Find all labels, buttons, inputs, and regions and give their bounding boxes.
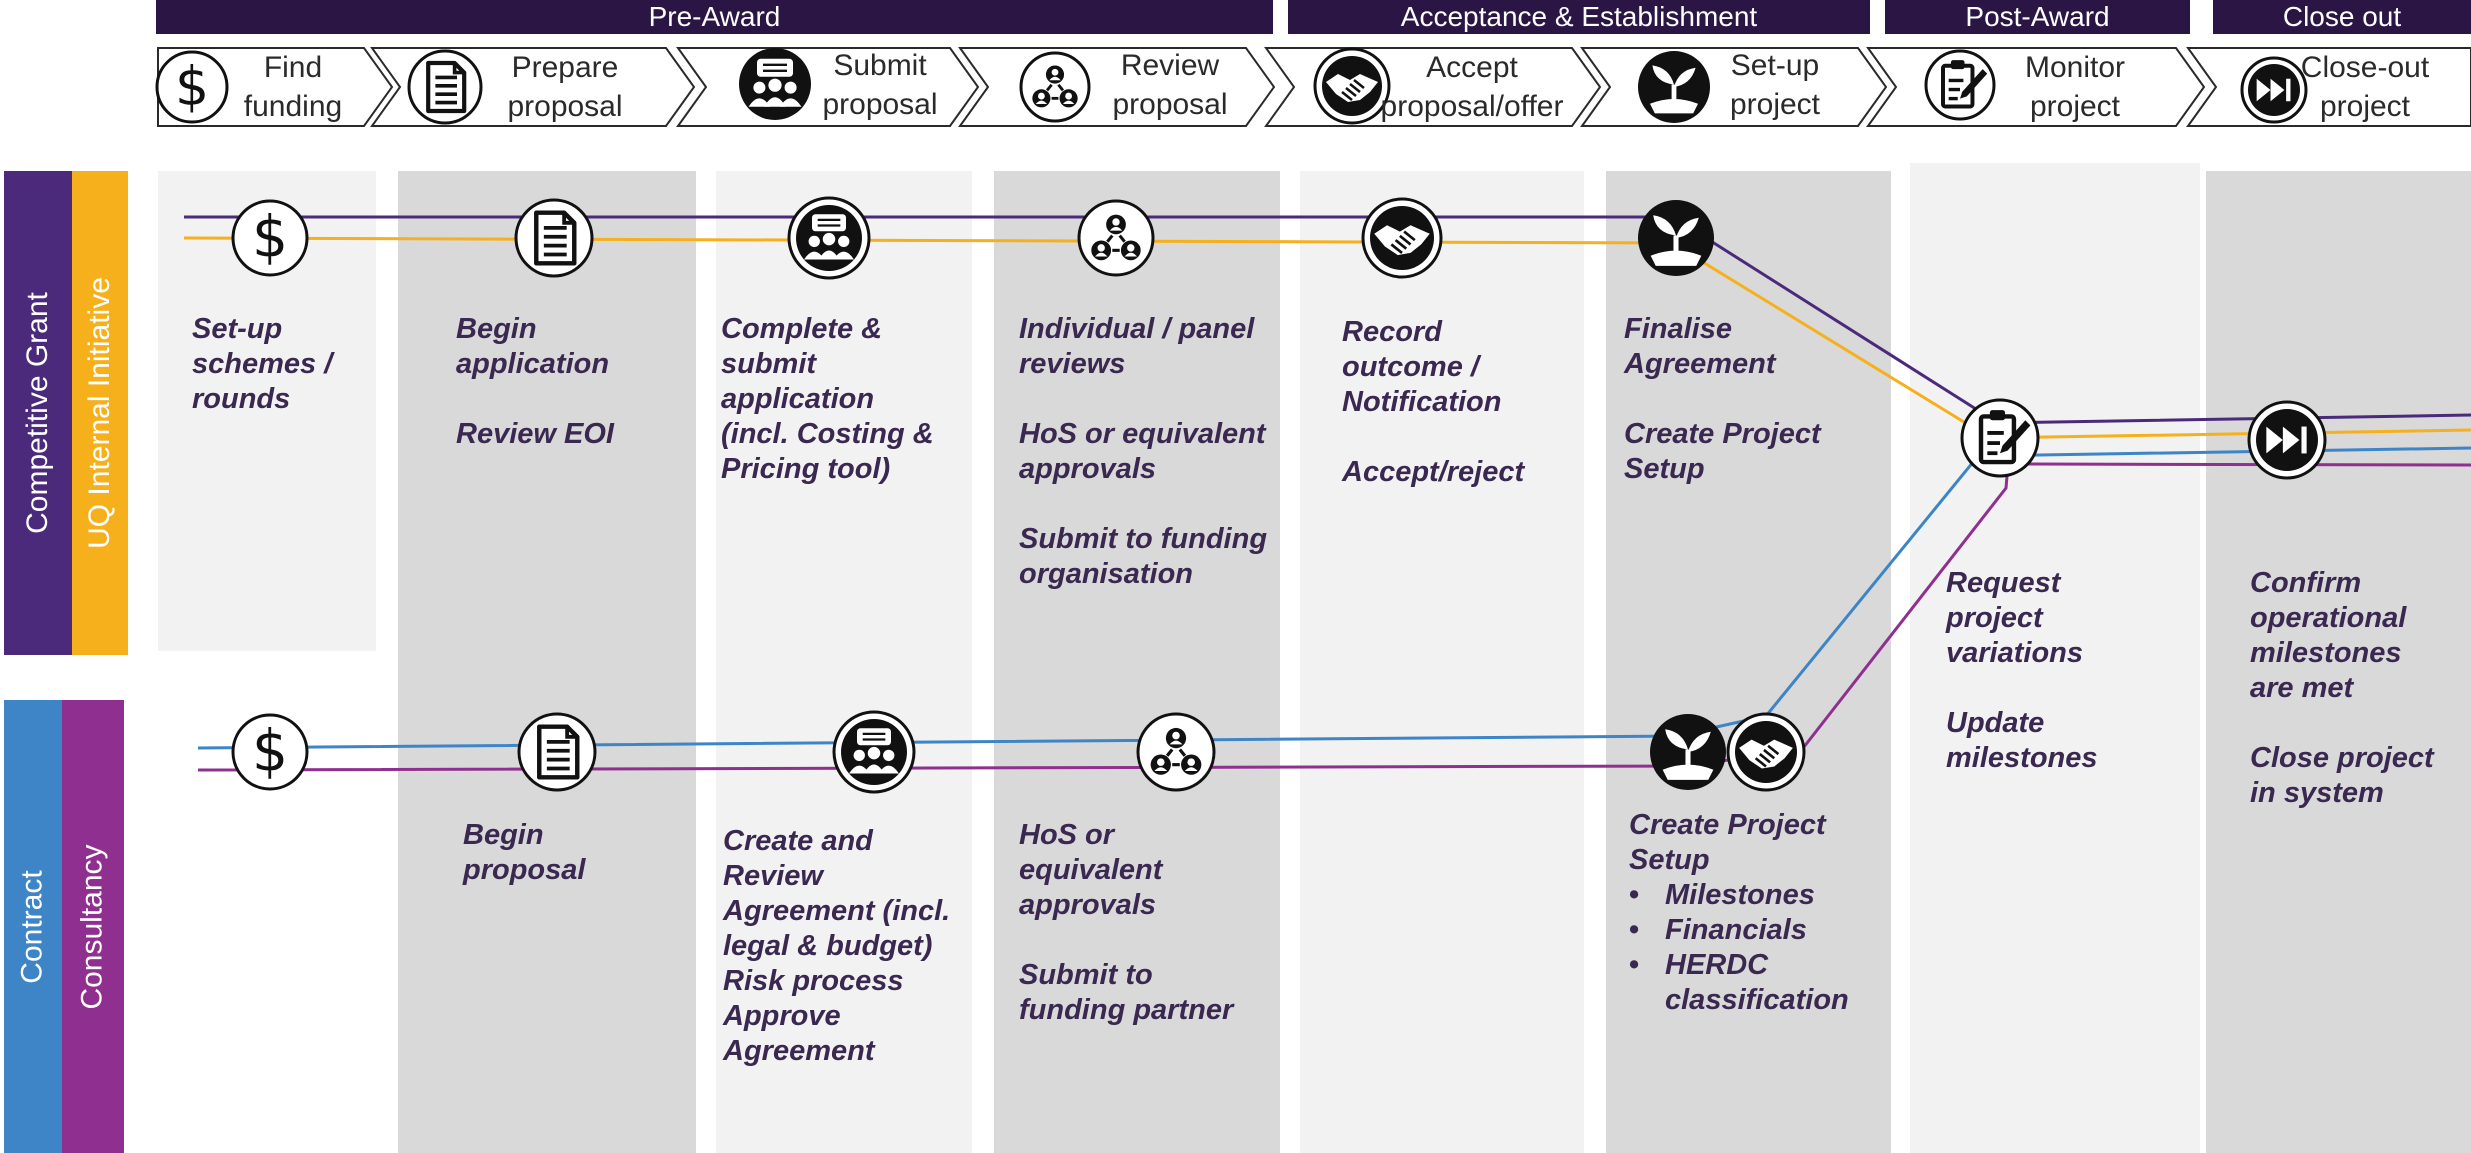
- document-icon: [514, 198, 594, 278]
- presentation-group-icon: [787, 196, 871, 280]
- clipboard-icon: [1924, 49, 1996, 121]
- setup-bullet-list: Milestones Financials HERDCclassificatio…: [1629, 878, 1849, 1018]
- column-submit-proposal: [716, 171, 972, 1153]
- sprout-icon: [1650, 714, 1726, 790]
- column-close-out: [2206, 171, 2471, 1153]
- side-label-consultancy: Consultancy: [62, 700, 124, 1153]
- review-network-icon: [1136, 712, 1216, 792]
- dollar-icon: [231, 713, 309, 791]
- column-prepare-proposal: [398, 171, 696, 1153]
- phase-label: Pre-Award: [648, 1, 781, 32]
- document-icon: [517, 712, 597, 792]
- handshake-icon: [1361, 197, 1443, 279]
- document-icon: [407, 49, 483, 125]
- handshake-icon: [1313, 47, 1391, 125]
- presentation-group-icon: [832, 710, 916, 794]
- phase-label: Close out: [2282, 1, 2402, 32]
- bullet-milestones: Milestones: [1629, 878, 1849, 913]
- phase-post-award: Post-Award: [1885, 0, 2190, 34]
- phase-close-out: Close out: [2213, 0, 2471, 34]
- column-accept-proposal: [1300, 171, 1584, 1153]
- presentation-group-icon: [739, 48, 811, 120]
- sprout-icon: [1638, 200, 1714, 276]
- bullet-financials: Financials: [1629, 913, 1849, 948]
- phase-acceptance-establishment: Acceptance & Establishment: [1288, 0, 1870, 34]
- side-label-contract: Contract: [4, 700, 62, 1153]
- handshake-icon: [1726, 712, 1806, 792]
- sprout-icon: [1638, 51, 1710, 123]
- clipboard-icon: [1960, 398, 2040, 478]
- side-label-uq-internal-initiative: UQ Internal Initiative: [72, 171, 128, 655]
- column-monitor-project: [1910, 163, 2200, 1153]
- dollar-icon: [231, 199, 309, 277]
- column-review-proposal: [994, 171, 1280, 1153]
- dollar-icon: [155, 50, 229, 124]
- phase-pre-award: Pre-Award: [156, 0, 1273, 34]
- review-network-icon: [1077, 199, 1155, 277]
- side-label-competitive-grant: Competitive Grant: [4, 171, 72, 655]
- phase-label: Post-Award: [1965, 1, 2110, 32]
- flow-line-contract: [197, 446, 2471, 750]
- fast-forward-icon: [2240, 56, 2308, 124]
- fast-forward-icon: [2247, 400, 2327, 480]
- flow-line-uq-internal: [183, 236, 2471, 440]
- flow-line-consultancy: [197, 462, 2471, 772]
- review-network-icon: [1019, 51, 1091, 123]
- phase-label: Acceptance & Establishment: [1400, 1, 1758, 32]
